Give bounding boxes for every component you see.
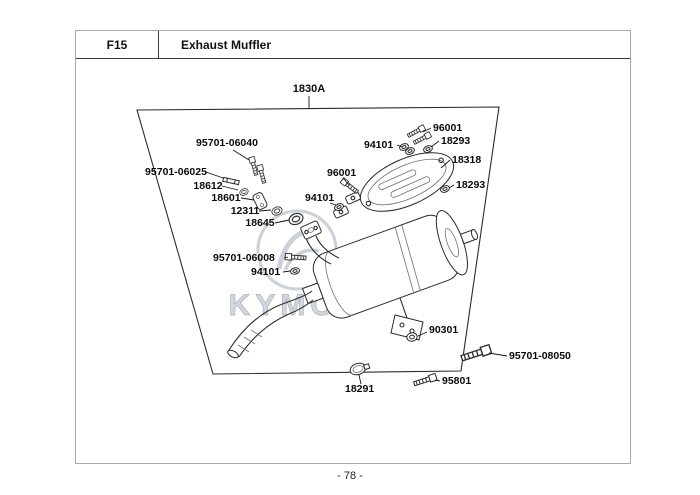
page-number: - 78 - [337, 470, 363, 482]
header: F15 Exhaust Muffler [76, 31, 630, 59]
page-border: F15 Exhaust Muffler [75, 30, 631, 464]
page-title: Exhaust Muffler [181, 37, 272, 52]
section-code: F15 [76, 31, 159, 58]
